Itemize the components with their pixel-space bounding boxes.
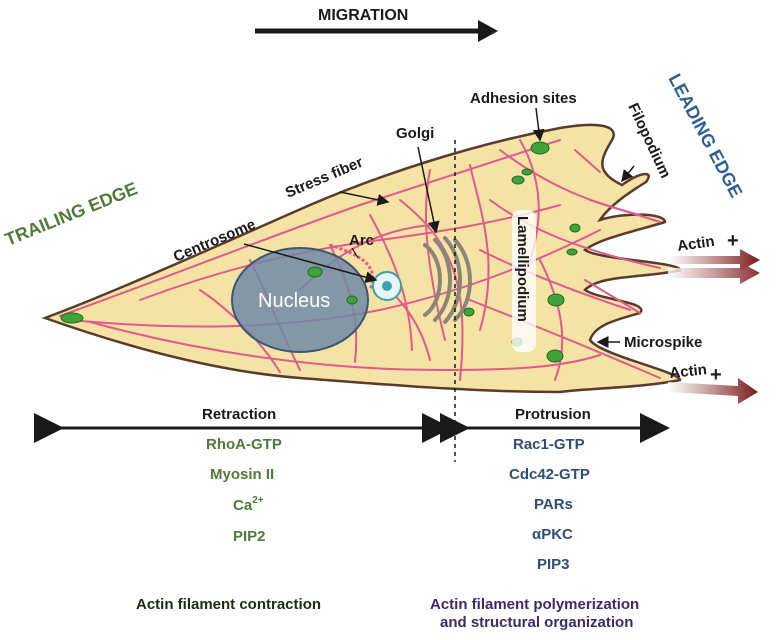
arc-pointer [351,247,359,259]
centrosome-center [382,281,392,291]
microspike-label: Microspike [624,334,702,351]
actin-label-top: Actin [676,233,716,255]
retraction-factor-pip2: PIP2 [233,528,266,545]
actin-arrow-top-upper [668,249,760,271]
retraction-summary: Actin filament contraction [136,596,321,613]
trailing-edge-label: TRAILING EDGE [2,178,140,249]
protrusion-factor-pars: PARs [534,496,573,513]
retraction-factor-ca: Ca2+ [233,495,264,514]
actin-plus-bottom: + [710,364,722,386]
actin-arrow-bottom [668,378,758,404]
protrusion-factor-pip3: PIP3 [537,556,570,573]
actin-label-bottom: Actin [669,361,708,382]
golgi-label: Golgi [396,125,434,142]
actin-plus-top: + [727,230,739,252]
nucleus [231,247,369,353]
ca-superscript: 2+ [252,495,264,506]
retraction-factor-myosin: Myosin II [210,466,274,483]
nucleus-label: Nucleus [258,290,330,312]
protrusion-factor-rac1: Rac1-GTP [513,436,585,453]
migration-label: MIGRATION [318,7,408,24]
golgi [423,236,472,324]
arc-label: Arc [349,232,374,249]
retraction-title: Retraction [202,406,276,423]
actin-arrow-top-lower [668,262,760,284]
golgi-pointer [417,146,440,234]
protrusion-factor-cdc42: Cdc42-GTP [509,466,590,483]
adhesion-pointer [532,107,545,142]
ca-text: Ca [233,497,253,514]
centrosome-pointer [243,243,378,284]
filopodium-pointer [621,165,635,183]
lamellipodium-box [512,210,536,352]
protrusion-title: Protrusion [515,406,591,423]
adhesion-sites [60,141,581,363]
lamellipodium-label: Lamellipodium [514,216,531,322]
protrusion-factor-apkc: αPKC [532,526,573,543]
leading-edge-label: LEADING EDGE [664,70,746,200]
adhesion-sites-label: Adhesion sites [470,90,577,107]
protrusion-summary-line2: and structural organization [440,614,633,631]
protrusion-summary-line1: Actin filament polymerization [430,596,639,613]
retraction-factor-rhoa: RhoA-GTP [206,436,282,453]
migration-arrowhead [478,20,498,42]
stress-fiber-pointer [339,191,390,206]
